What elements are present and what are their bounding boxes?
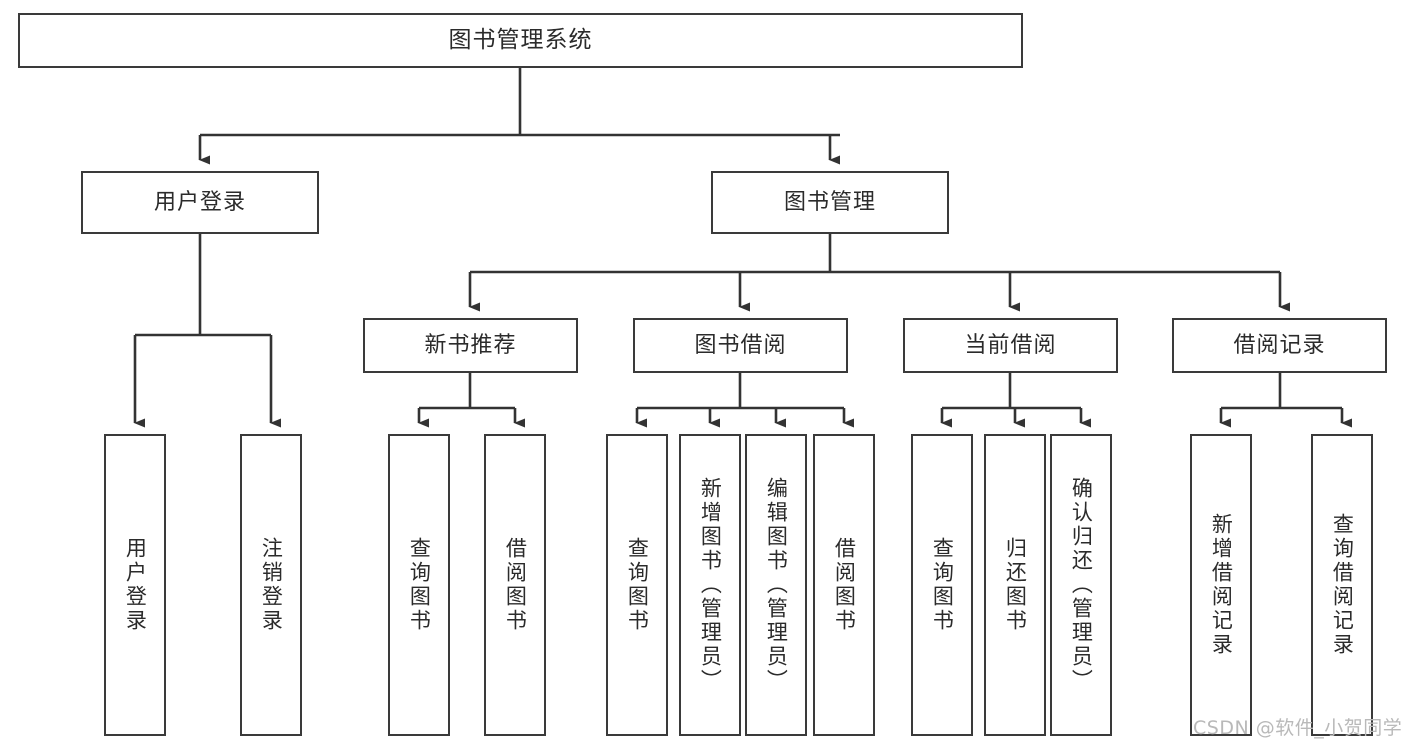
- node-leaf-add-book-admin[interactable]: 新增图书（管理员）: [679, 434, 741, 736]
- node-root-label: 图书管理系统: [448, 26, 593, 53]
- node-leaf-query-book-borrow-label: 查询图书: [625, 537, 650, 633]
- node-new-book-recommend[interactable]: 新书推荐: [363, 318, 578, 373]
- node-current-borrow[interactable]: 当前借阅: [903, 318, 1118, 373]
- node-leaf-borrow-book-newbook[interactable]: 借阅图书: [484, 434, 546, 736]
- node-leaf-borrow-book[interactable]: 借阅图书: [813, 434, 875, 736]
- node-leaf-confirm-return-admin[interactable]: 确认归还（管理员）: [1050, 434, 1112, 736]
- node-login[interactable]: 用户登录: [81, 171, 319, 234]
- node-leaf-query-book-current[interactable]: 查询图书: [911, 434, 973, 736]
- node-leaf-return-book[interactable]: 归还图书: [984, 434, 1046, 736]
- node-leaf-user-login-label: 用户登录: [123, 537, 148, 633]
- node-root[interactable]: 图书管理系统: [18, 13, 1023, 68]
- node-book-management[interactable]: 图书管理: [711, 171, 949, 234]
- node-leaf-add-borrow-record[interactable]: 新增借阅记录: [1190, 434, 1252, 736]
- node-leaf-query-book-newbook-label: 查询图书: [407, 537, 432, 633]
- node-borrow-record[interactable]: 借阅记录: [1172, 318, 1387, 373]
- node-leaf-user-logout-label: 注销登录: [259, 537, 284, 633]
- node-book-borrow[interactable]: 图书借阅: [633, 318, 848, 373]
- node-leaf-confirm-return-admin-label: 确认归还（管理员）: [1069, 477, 1094, 693]
- node-leaf-query-book-newbook[interactable]: 查询图书: [388, 434, 450, 736]
- node-leaf-query-borrow-record-label: 查询借阅记录: [1330, 513, 1355, 657]
- node-leaf-query-book-borrow[interactable]: 查询图书: [606, 434, 668, 736]
- node-leaf-add-book-admin-label: 新增图书（管理员）: [698, 477, 723, 693]
- node-leaf-return-book-label: 归还图书: [1003, 537, 1028, 633]
- node-leaf-query-borrow-record[interactable]: 查询借阅记录: [1311, 434, 1373, 736]
- node-current-borrow-label: 当前借阅: [964, 332, 1057, 358]
- node-leaf-edit-book-admin[interactable]: 编辑图书（管理员）: [745, 434, 807, 736]
- node-leaf-borrow-book-label: 借阅图书: [832, 537, 857, 633]
- node-book-borrow-label: 图书借阅: [694, 332, 787, 358]
- node-book-management-label: 图书管理: [783, 189, 876, 215]
- node-leaf-edit-book-admin-label: 编辑图书（管理员）: [764, 477, 789, 693]
- node-leaf-add-borrow-record-label: 新增借阅记录: [1209, 513, 1234, 657]
- node-new-book-recommend-label: 新书推荐: [424, 332, 517, 358]
- node-leaf-query-book-current-label: 查询图书: [930, 537, 955, 633]
- node-login-label: 用户登录: [153, 189, 246, 215]
- node-leaf-user-logout[interactable]: 注销登录: [240, 434, 302, 736]
- node-leaf-user-login[interactable]: 用户登录: [104, 434, 166, 736]
- node-borrow-record-label: 借阅记录: [1233, 332, 1326, 358]
- watermark-text: CSDN @软件_小贺同学: [1193, 717, 1403, 739]
- node-leaf-borrow-book-newbook-label: 借阅图书: [503, 537, 528, 633]
